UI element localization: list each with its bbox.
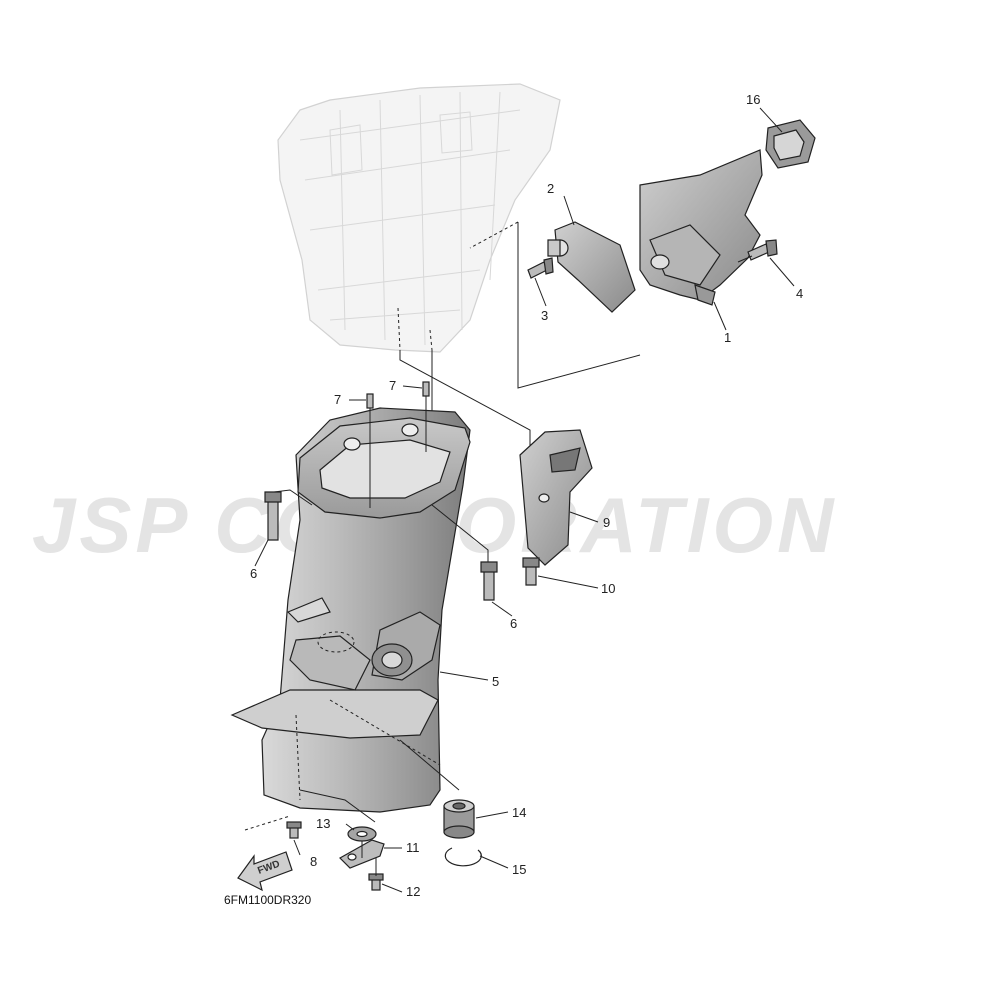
callout-3: 3 bbox=[541, 308, 548, 323]
callout-14: 14 bbox=[512, 805, 526, 820]
part-13-washer bbox=[347, 826, 377, 842]
part-2-bracket bbox=[547, 221, 636, 313]
fwd-arrow: FWD bbox=[237, 851, 293, 892]
callout-15: 15 bbox=[512, 862, 526, 877]
callout-16: 16 bbox=[746, 92, 760, 107]
callout-12: 12 bbox=[406, 884, 420, 899]
callout-1: 1 bbox=[724, 330, 731, 345]
callout-labels: 16 2 3 4 1 7 7 9 6 10 6 5 14 13 11 8 15 … bbox=[250, 92, 803, 899]
callout-6b: 6 bbox=[510, 616, 517, 631]
guide-lines-bottom bbox=[299, 739, 460, 876]
part-3-bolt bbox=[527, 257, 554, 279]
part-6a-bolt bbox=[264, 489, 313, 541]
callout-leaders bbox=[254, 107, 795, 893]
callout-9: 9 bbox=[603, 515, 610, 530]
diagram-code: 6FM1100DR320 bbox=[224, 893, 311, 907]
part-4-bolt bbox=[737, 239, 778, 263]
callout-5: 5 bbox=[492, 674, 499, 689]
part-16-grommet bbox=[765, 119, 816, 169]
callout-2: 2 bbox=[547, 181, 554, 196]
upper-casing-ghost bbox=[277, 83, 561, 353]
callout-4: 4 bbox=[796, 286, 803, 301]
callout-6a: 6 bbox=[250, 566, 257, 581]
callout-7b: 7 bbox=[389, 378, 396, 393]
part-12-bolt bbox=[368, 873, 384, 891]
part-1-bracket bbox=[639, 149, 763, 306]
part-15-circlip bbox=[444, 847, 482, 867]
part-9-plate bbox=[519, 429, 593, 566]
part-10-bolt bbox=[522, 557, 540, 586]
part-7-dowel-pins bbox=[366, 381, 430, 508]
part-8-plug bbox=[244, 815, 302, 839]
callout-8: 8 bbox=[310, 854, 317, 869]
part-5-lower-casing bbox=[230, 407, 471, 813]
callout-10: 10 bbox=[601, 581, 615, 596]
callout-7a: 7 bbox=[334, 392, 341, 407]
part-6b-bolt bbox=[431, 504, 498, 601]
callout-11: 11 bbox=[406, 840, 420, 855]
part-14-bush bbox=[443, 799, 475, 839]
callout-13: 13 bbox=[316, 816, 330, 831]
